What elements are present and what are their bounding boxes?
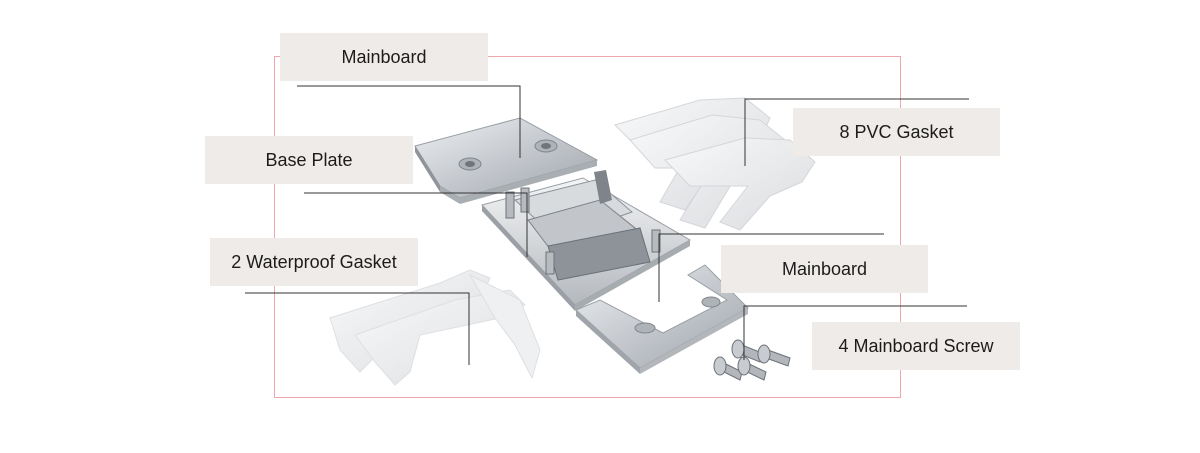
waterproof-gasket-icon [329,269,541,386]
screws-icon [713,339,791,381]
label-base-plate: Base Plate [205,136,413,184]
label-mainboard-top: Mainboard [280,33,488,81]
label-pvc-gasket-text: 8 PVC Gasket [839,121,954,142]
leader-line-mainboard-right [658,233,884,302]
pvc-gasket-icon [614,97,816,231]
leader-line-pvc [744,98,969,166]
leader-line-base-plate [304,192,528,257]
base-plate-icon [481,170,692,311]
label-pvc-gasket: 8 PVC Gasket [793,108,1000,156]
label-mainboard-screw: 4 Mainboard Screw [812,322,1020,370]
label-mainboard-screw-text: 4 Mainboard Screw [838,335,994,356]
leader-line-screw [743,305,967,360]
label-mainboard-top-text: Mainboard [341,46,427,67]
label-mainboard-right-text: Mainboard [781,258,868,279]
label-base-plate-text: Base Plate [265,149,353,170]
diagram-frame [274,56,901,398]
label-mainboard-right: Mainboard [721,245,928,293]
l-bracket-icon [575,264,749,374]
label-waterproof-gasket-text: 2 Waterproof Gasket [231,251,397,272]
leader-line-waterproof [245,292,470,365]
leader-line-mainboard-top [297,85,521,158]
label-waterproof-gasket: 2 Waterproof Gasket [210,238,418,286]
